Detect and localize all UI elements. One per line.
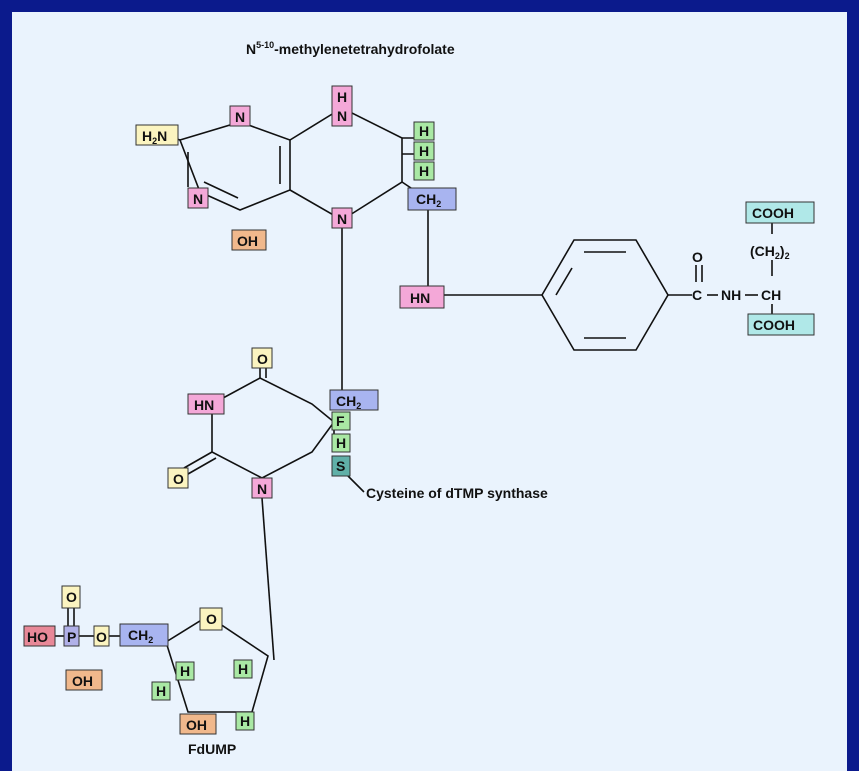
svg-text:N: N [337,211,347,227]
svg-text:CH2: CH2 [128,627,153,645]
svg-text:H: H [337,89,347,105]
h-sugar-4: H [235,711,255,731]
carbonyl-group: O C [692,249,703,303]
s-atom: S [331,455,351,477]
svg-text:OH: OH [237,233,258,249]
pteridine-double-bond-3 [203,181,239,199]
svg-text:OH: OH [72,673,93,689]
n5-atom: H N [331,85,353,127]
svg-text:H: H [419,143,429,159]
svg-text:N: N [235,109,245,125]
n10-atom: N [331,207,353,229]
svg-text:HN: HN [410,290,430,306]
f-atom: F [331,411,351,431]
svg-text:HN: HN [194,397,214,413]
svg-text:O: O [692,249,703,265]
ho-group: HO [23,625,56,647]
h-sugar-1: H [175,661,195,681]
cysteine-label: Cysteine of dTMP synthase [366,485,548,501]
nh-group: NH [721,287,741,303]
h-sugar-2: H [233,659,253,679]
ch2-2-group: (CH2)2 [750,243,790,261]
n-sugar-bond [261,497,275,661]
svg-text:CH2: CH2 [336,393,361,411]
diagram-frame: H2N N H N H H H CH2 N N OH HN O C [12,12,847,771]
cooh-top: COOH [745,201,815,224]
svg-text:H: H [238,661,248,677]
svg-text:H: H [156,683,166,699]
svg-text:H2N: H2N [142,128,167,146]
o-ring-sugar: O [199,607,223,631]
n-uracil: N [251,477,273,499]
svg-text:(CH2)2: (CH2)2 [750,243,790,261]
uracil-ring [211,377,336,479]
svg-text:H: H [240,713,250,729]
ch2-folate: CH2 [407,187,457,211]
ch-group: CH [761,287,781,303]
o-bridge: O [93,625,110,647]
svg-text:CH2: CH2 [416,191,441,209]
o-left-uracil: O [167,467,189,489]
svg-text:H: H [419,123,429,139]
svg-text:OH: OH [186,717,207,733]
ch2-sugar: CH2 [119,623,169,647]
svg-text:F: F [336,413,345,429]
benzene-ring [541,239,669,351]
svg-text:COOH: COOH [753,317,795,333]
svg-text:COOH: COOH [752,205,794,221]
oh-phosphate: OH [65,669,103,691]
oh-folate: OH [231,229,267,251]
svg-text:HO: HO [27,629,48,645]
svg-text:CH: CH [761,287,781,303]
svg-text:S: S [336,458,345,474]
s-cysteine-bond [347,475,365,493]
fdump-label: FdUMP [188,741,236,757]
svg-text:N: N [337,108,347,124]
h-stack-folate: H H H [413,121,435,181]
o-phosphate-top: O [61,585,81,609]
cooh-bottom: COOH [747,313,815,336]
svg-text:H: H [336,435,346,451]
n-top-atom: N [229,105,251,127]
o-left-bond [183,451,213,469]
svg-text:O: O [96,629,107,645]
molecule-diagram: H2N N H N H H H CH2 N N OH HN O C [23,40,815,757]
benzene-double-3 [555,267,573,296]
svg-text:O: O [66,589,77,605]
svg-text:N: N [193,191,203,207]
hn-uracil: HN [187,393,225,415]
oh-sugar: OH [179,713,217,735]
svg-text:O: O [206,611,217,627]
h-uracil: H [331,433,351,453]
h-sugar-3: H [151,681,171,701]
svg-text:O: O [257,351,268,367]
svg-text:H: H [180,663,190,679]
svg-text:H: H [419,163,429,179]
svg-text:O: O [173,471,184,487]
hn-benzene: HN [399,285,445,309]
o-top-uracil: O [251,347,273,369]
ch2-uracil: CH2 [329,389,379,411]
svg-text:N: N [257,481,267,497]
p-atom: P [63,625,80,647]
h2n-group: H2N [135,124,179,146]
o-left-bond-2 [187,457,217,475]
svg-text:P: P [67,629,76,645]
svg-text:NH: NH [721,287,741,303]
svg-text:C: C [692,287,702,303]
diagram-title: N5-10-methylenetetrahydrofolate [246,40,455,57]
n-left-atom: N [187,187,209,209]
